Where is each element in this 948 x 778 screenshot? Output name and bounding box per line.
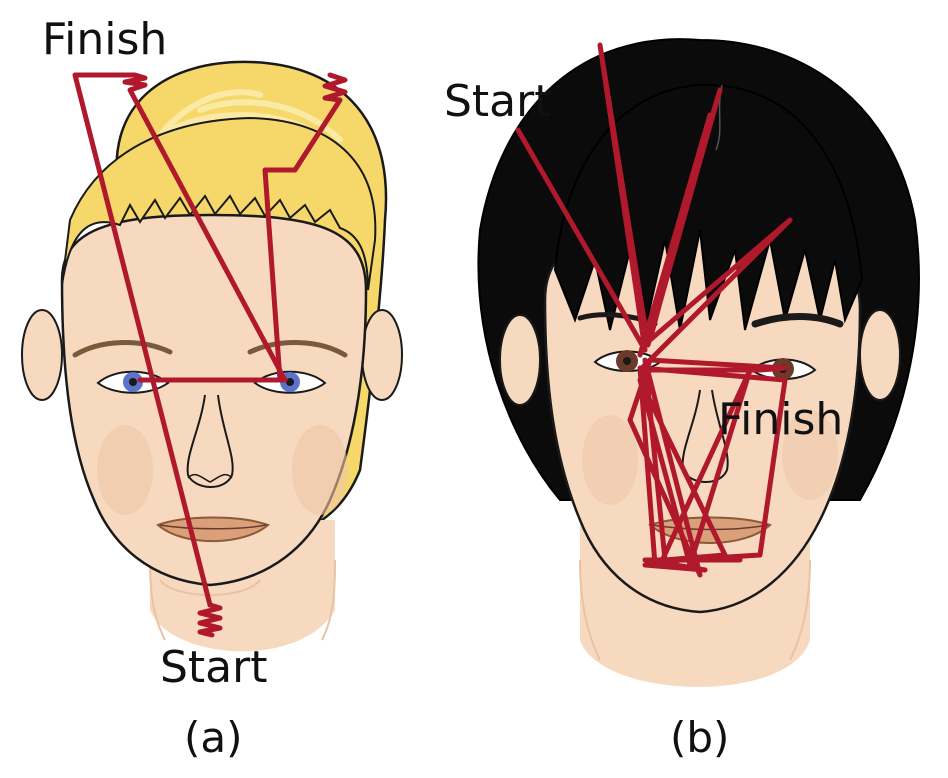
panel-b-finish-label: Finish: [718, 394, 843, 445]
face-b-ear-right: [859, 309, 901, 401]
panel-a-caption: (a): [184, 713, 243, 762]
scanpath-a: [72, 72, 348, 638]
panel-b-start-label: Start: [444, 76, 552, 127]
face-a-brow-right: [247, 340, 348, 358]
face-a-ear-right: [361, 309, 403, 401]
face-a-brow-left: [72, 340, 173, 358]
panel-b: Start Finish (b): [444, 38, 920, 762]
face-a-nose: [186, 394, 234, 488]
panel-a: Finish Start (a): [21, 14, 403, 762]
face-b-ear-left: [499, 314, 541, 406]
face-a-ear-left: [21, 309, 63, 401]
panel-a-start-label: Start: [160, 642, 268, 693]
panel-a-finish-label: Finish: [42, 14, 167, 65]
face-b-brow-right: [751, 313, 844, 328]
panel-b-caption: (b): [670, 713, 729, 762]
scanpath-b: [515, 42, 793, 578]
